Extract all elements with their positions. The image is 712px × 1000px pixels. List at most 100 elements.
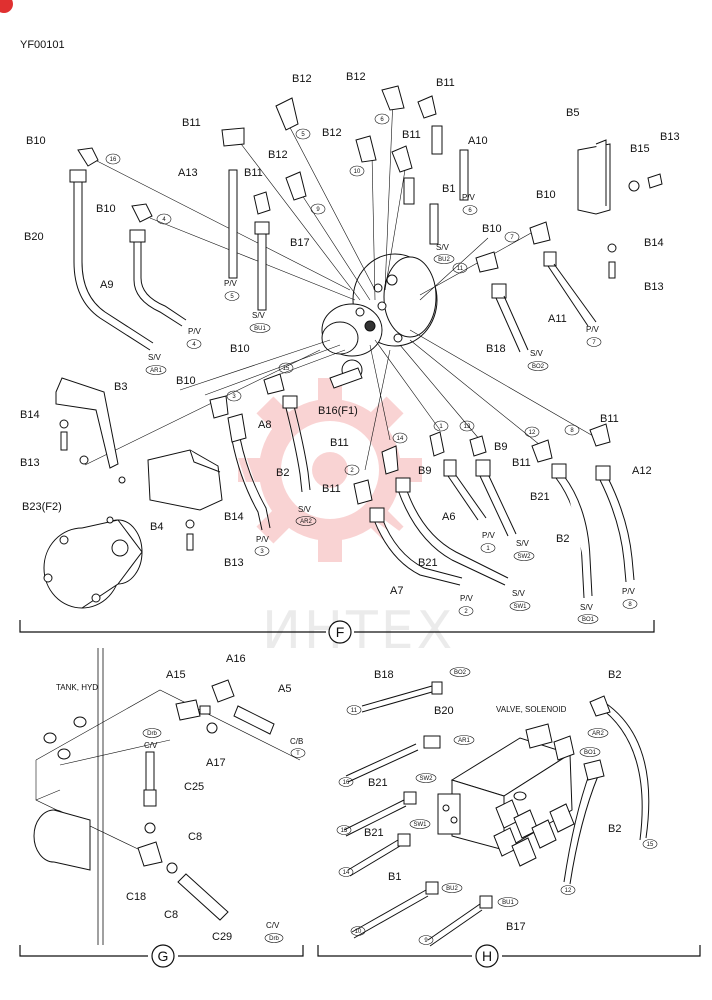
label-b14: B14 (20, 409, 40, 421)
callout-5: 5 (301, 132, 305, 138)
callout-15: 15 (647, 842, 654, 848)
end-cb: C/B (290, 737, 303, 746)
section-h-title: VALVE, SOLENOID (496, 705, 567, 714)
callout-12: 12 (529, 430, 536, 436)
label-a12: A12 (632, 465, 652, 477)
section-f-badge (328, 620, 352, 644)
end-sv-bu2: S/V (436, 243, 450, 252)
end-sv-sw1: S/V (512, 589, 526, 598)
label-b20: B20 (24, 231, 44, 243)
section-h-label: H (482, 948, 492, 964)
label-b10: B10 (482, 223, 502, 235)
label-b2: B2 (608, 823, 621, 835)
label-b12: B12 (346, 71, 366, 83)
label-b14: B14 (224, 511, 244, 523)
callout-10: 10 (354, 169, 361, 175)
end-sv-sw2-code: SW2 (517, 554, 531, 560)
label-b18: B18 (486, 343, 506, 355)
label-c29: C29 (212, 931, 232, 943)
brackets-lower (55, 377, 223, 551)
callout-11: 11 (457, 266, 464, 272)
callout-4: 4 (162, 217, 166, 223)
callout-15: 15 (283, 366, 290, 372)
hoses-left (69, 147, 187, 351)
label-b17: B17 (290, 237, 310, 249)
label-b21: B21 (364, 827, 384, 839)
label-b12: B12 (268, 149, 288, 161)
hose-leader-lines (84, 97, 601, 471)
label-c8: C8 (164, 909, 178, 921)
document-code: YF00101 (20, 39, 65, 51)
label-b21: B21 (530, 491, 550, 503)
label-b9: B9 (494, 441, 507, 453)
callout-9: 9 (316, 207, 320, 213)
callout-16: 16 (110, 157, 117, 163)
label-b23: B23(F2) (22, 501, 62, 513)
tank-outline (33, 689, 301, 871)
label-b2: B2 (276, 467, 289, 479)
section-f-callouts: 16 5 4 6 9 10 11 7 15 3 1 14 13 12 8 2 (105, 113, 580, 476)
end-pv4: P/V (188, 327, 202, 336)
end-drb-2: Drb (269, 936, 279, 942)
callout-1: 1 (439, 424, 443, 430)
label-b12: B12 (322, 127, 342, 139)
callout-13: 13 (464, 424, 471, 430)
callout-16: 16 (343, 780, 350, 786)
label-a8: A8 (258, 419, 271, 431)
label-b11: B11 (402, 129, 421, 141)
label-b11: B11 (330, 437, 349, 449)
end-pv8-num: 8 (628, 602, 632, 608)
end-pv2: P/V (460, 594, 474, 603)
label-b9: B9 (418, 465, 431, 477)
label-a10: A10 (468, 135, 488, 147)
corner-logo-icon (0, 0, 13, 13)
label-a16: A16 (226, 653, 246, 665)
label-b2: B2 (556, 533, 569, 545)
callout-3: 3 (232, 394, 236, 400)
callout-6: 6 (380, 117, 384, 123)
section-h-codes: BO2 AR1 SW2 SW1 BU2 BU1 AR2 BO1 (409, 667, 609, 907)
end-sv-sw1-code: SW1 (513, 604, 527, 610)
callout-7: 7 (510, 235, 514, 241)
end-sv-bo2: S/V (530, 349, 544, 358)
label-b3: B3 (114, 381, 127, 393)
section-g: TANK, HYD A15 A16 (33, 653, 306, 943)
code-sw1: SW1 (413, 822, 427, 828)
section-f-hose-ends: P/V 4 S/V AR1 P/V 5 S/V BU1 P/V 6 S/V BU… (145, 193, 638, 624)
end-sv-ar1-code: AR1 (150, 368, 162, 374)
code-bu1: BU1 (502, 900, 514, 906)
label-c8: C8 (188, 831, 202, 843)
hoses-right (475, 139, 663, 353)
label-b15: B15 (630, 143, 650, 155)
end-pv6: P/V (462, 193, 476, 202)
end-sv-bo2-code: BO2 (532, 364, 545, 370)
label-b17: B17 (506, 921, 526, 933)
section-h-callouts: 11 16 13 14 10 9 15 12 (336, 705, 658, 945)
callout-8: 8 (570, 428, 574, 434)
hoses-lower (209, 373, 635, 599)
label-a5: A5 (278, 683, 291, 695)
label-b1: B1 (388, 871, 401, 883)
label-b11: B11 (436, 77, 455, 89)
end-sv-bu1: S/V (252, 311, 266, 320)
label-b14: B14 (644, 237, 664, 249)
label-b11: B11 (600, 413, 619, 425)
label-b11: B11 (512, 457, 531, 469)
section-h: VALVE, SOLENOID (336, 667, 658, 947)
end-pv6-num: 6 (468, 208, 472, 214)
callout-14: 14 (343, 870, 350, 876)
label-b13: B13 (644, 281, 664, 293)
callout-14: 14 (397, 436, 404, 442)
end-sv-sw2: S/V (516, 539, 530, 548)
end-sv-ar1: S/V (148, 353, 162, 362)
label-b13: B13 (224, 557, 244, 569)
end-pv7-num: 7 (592, 340, 596, 346)
watermark-text: ИНТЕХ (262, 601, 455, 661)
label-b18: B18 (374, 669, 394, 681)
end-pv3-num: 3 (260, 549, 264, 555)
label-b21: B21 (368, 777, 388, 789)
end-drb: Drb (147, 731, 157, 737)
tank-fittings (137, 679, 275, 921)
label-b11: B11 (182, 117, 201, 129)
